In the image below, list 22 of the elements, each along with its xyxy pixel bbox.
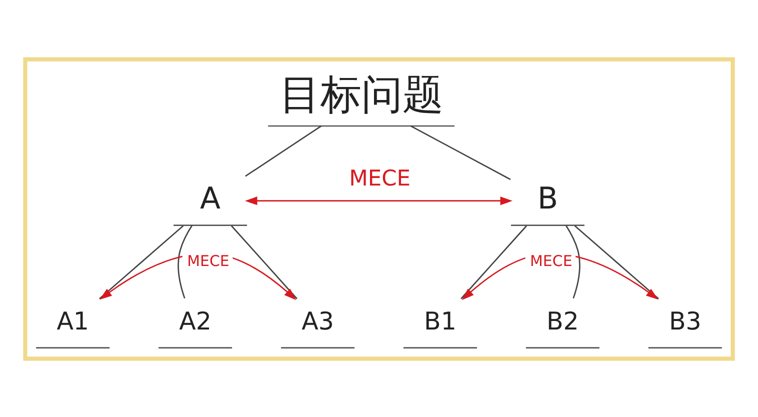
node-text: A2 <box>179 306 212 335</box>
node-text: A3 <box>302 306 334 335</box>
cluster <box>23 56 735 360</box>
node-text: B2 <box>546 306 579 335</box>
connector <box>460 224 527 299</box>
node-text: B1 <box>424 306 456 335</box>
connector <box>231 224 298 299</box>
node-text: B <box>537 180 558 216</box>
edge-label: MECE <box>349 166 411 192</box>
connector <box>410 124 511 180</box>
connector <box>574 224 659 299</box>
node-text: B3 <box>668 306 702 335</box>
connector <box>99 224 184 299</box>
edge-label: MECE <box>187 251 230 270</box>
arrow <box>244 196 513 205</box>
node-text: A1 <box>56 306 90 335</box>
node-text: A <box>200 180 221 216</box>
edge-label: MECE <box>530 251 572 270</box>
connector <box>245 124 322 176</box>
connector <box>566 224 580 298</box>
connector <box>178 224 192 298</box>
node-text: 目标问题 <box>279 70 444 118</box>
